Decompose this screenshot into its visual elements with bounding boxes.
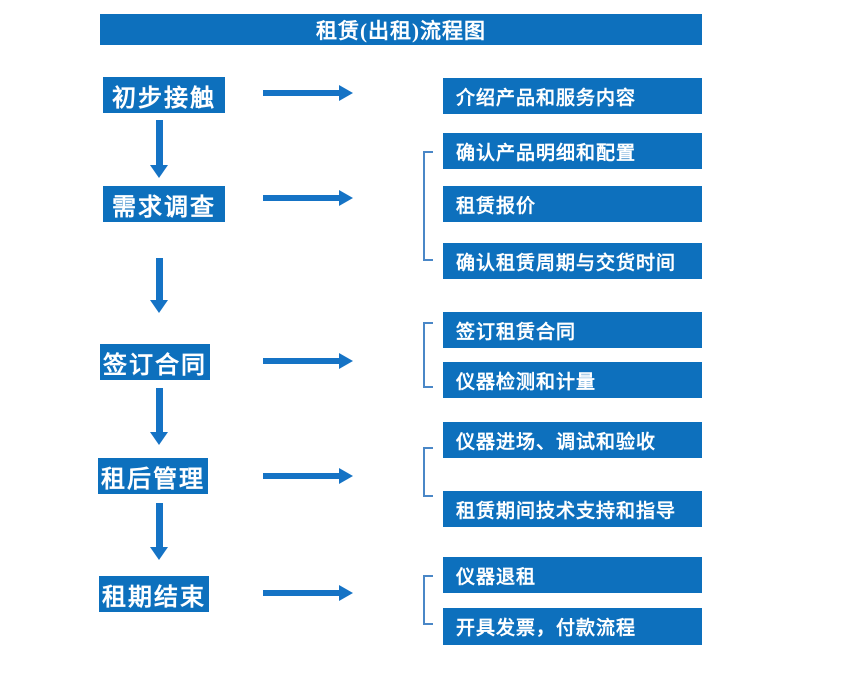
group-bracket-icon-5 bbox=[423, 575, 433, 625]
arrow-head bbox=[150, 165, 168, 178]
group-bracket-icon-3 bbox=[423, 322, 433, 388]
arrow-head bbox=[339, 353, 353, 369]
output-box-instrument-setup: 仪器进场、调试和验收 bbox=[443, 422, 702, 458]
output-box-tech-support: 租赁期间技术支持和指导 bbox=[443, 491, 702, 527]
down-arrow-icon-1 bbox=[150, 120, 168, 178]
arrow-head bbox=[150, 432, 168, 445]
arrow-shaft bbox=[263, 590, 339, 596]
output-box-invoice-payment: 开具发票，付款流程 bbox=[443, 608, 702, 645]
output-box-confirm-period: 确认租赁周期与交货时间 bbox=[443, 243, 702, 279]
arrow-shaft bbox=[263, 473, 339, 479]
arrow-shaft bbox=[263, 358, 339, 364]
down-arrow-icon-3 bbox=[150, 388, 168, 445]
arrow-head bbox=[339, 468, 353, 484]
arrow-shaft bbox=[155, 258, 163, 300]
arrow-head bbox=[339, 585, 353, 601]
arrow-shaft bbox=[155, 388, 163, 432]
right-arrow-icon-4 bbox=[263, 468, 353, 484]
right-arrow-icon-3 bbox=[263, 353, 353, 369]
output-box-return-rental: 仪器退租 bbox=[443, 557, 702, 593]
output-box-instrument-test: 仪器检测和计量 bbox=[443, 362, 702, 398]
right-arrow-icon-5 bbox=[263, 585, 353, 601]
step-box-post-rental-mgmt: 租后管理 bbox=[98, 458, 208, 494]
step-box-initial-contact: 初步接触 bbox=[103, 77, 225, 113]
arrow-head bbox=[150, 300, 168, 313]
page-title: 租赁(出租)流程图 bbox=[100, 14, 702, 45]
arrow-shaft bbox=[155, 503, 163, 547]
down-arrow-icon-2 bbox=[150, 258, 168, 313]
down-arrow-icon-4 bbox=[150, 503, 168, 560]
arrow-head bbox=[339, 85, 353, 101]
right-arrow-icon-2 bbox=[263, 190, 353, 206]
arrow-shaft bbox=[155, 120, 163, 165]
group-bracket-icon-2 bbox=[423, 151, 433, 261]
group-bracket-icon-4 bbox=[423, 447, 433, 497]
step-box-rental-end: 租期结束 bbox=[99, 576, 209, 612]
arrow-head bbox=[150, 547, 168, 560]
right-arrow-icon-1 bbox=[263, 85, 353, 101]
output-box-intro-products: 介绍产品和服务内容 bbox=[443, 78, 702, 114]
output-box-confirm-details: 确认产品明细和配置 bbox=[443, 133, 702, 169]
step-box-sign-contract: 签订合同 bbox=[100, 344, 210, 380]
arrow-head bbox=[339, 190, 353, 206]
output-box-rental-quote: 租赁报价 bbox=[443, 186, 702, 222]
arrow-shaft bbox=[263, 90, 339, 96]
output-box-sign-lease: 签订租赁合同 bbox=[443, 312, 702, 348]
arrow-shaft bbox=[263, 195, 339, 201]
step-box-demand-survey: 需求调查 bbox=[103, 186, 225, 222]
